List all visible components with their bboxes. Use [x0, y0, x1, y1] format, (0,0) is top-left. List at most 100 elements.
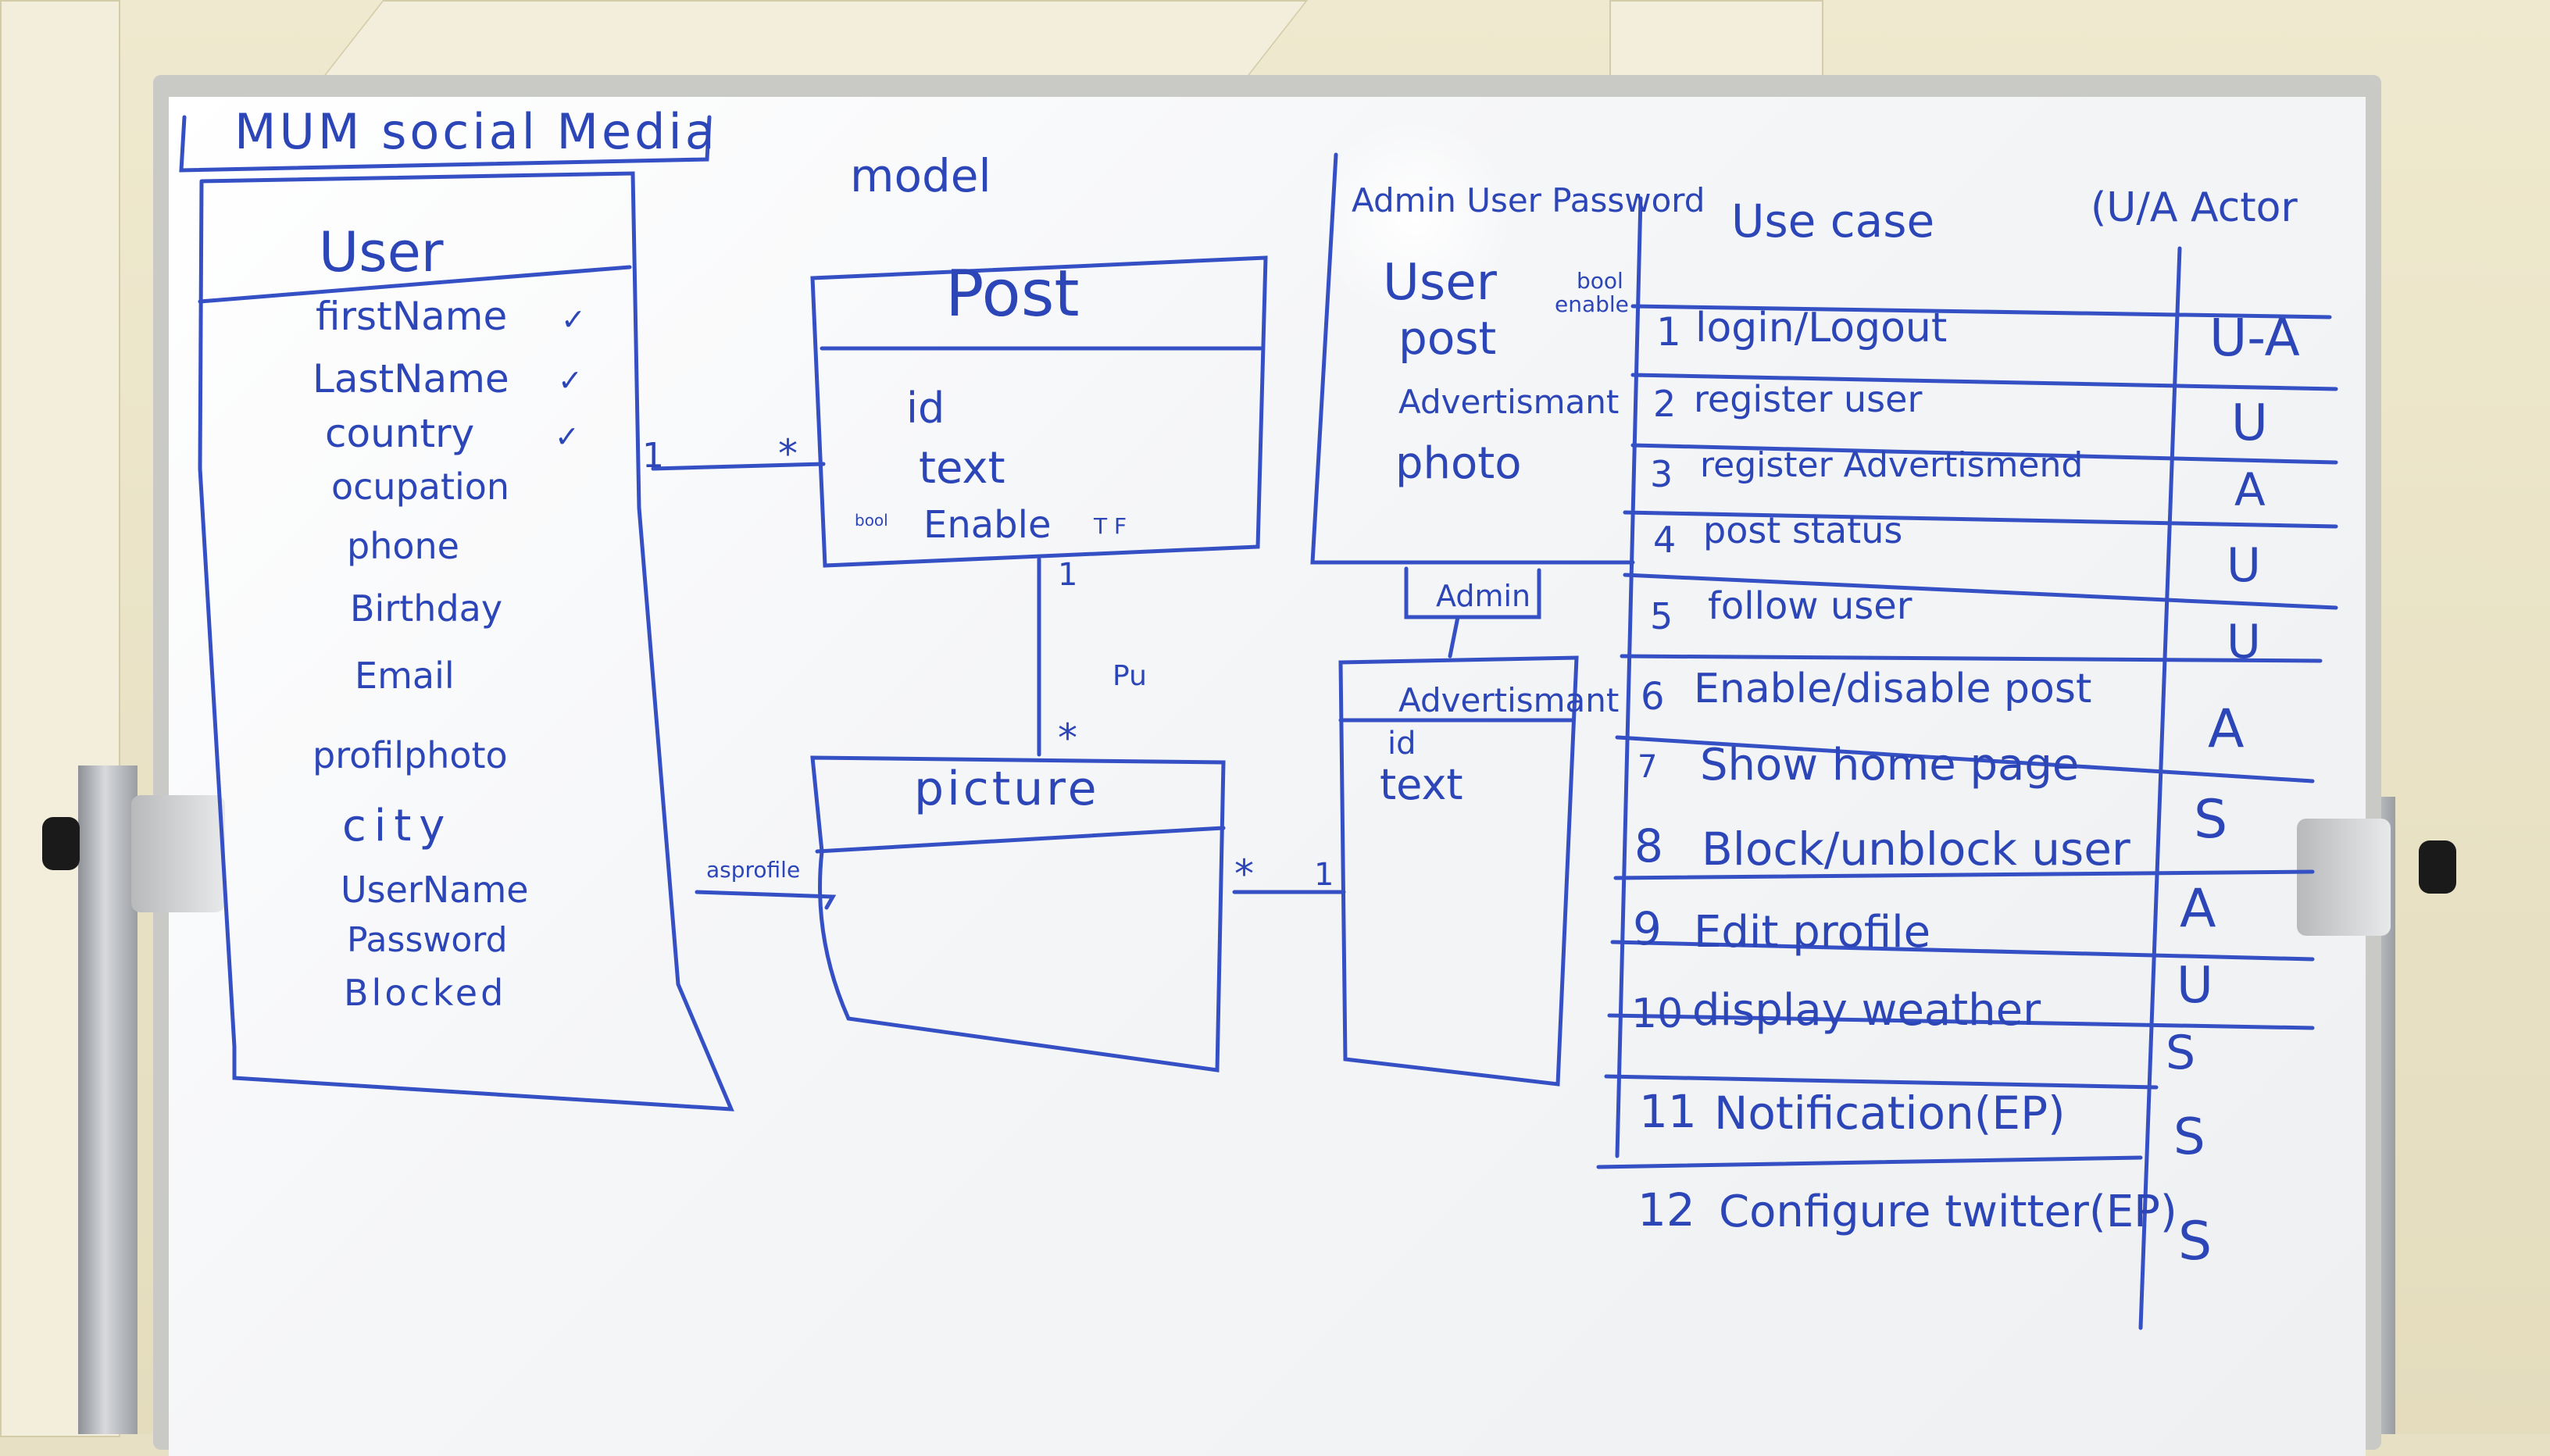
- post-entity-title: Post: [945, 257, 1080, 331]
- row-line-10: [1607, 1013, 2315, 1030]
- stand-left-post: [78, 765, 138, 1434]
- user-field-email: Email: [355, 655, 455, 697]
- title-underline: [179, 115, 712, 173]
- usecase-actor: U: [2177, 957, 2213, 1015]
- admin-item-user: User: [1383, 254, 1497, 312]
- usecase-number: 6: [1641, 675, 1665, 719]
- admin-item-photo: photo: [1395, 438, 1522, 489]
- usecase-number: 11: [1639, 1085, 1697, 1138]
- light-glare: [1312, 117, 1516, 320]
- user-box: [198, 171, 734, 1112]
- advertisement-field-text: text: [1380, 760, 1463, 809]
- row-line-11: [1604, 1074, 2159, 1090]
- usecase-number: 9: [1633, 902, 1662, 955]
- profile-arrow: [695, 890, 837, 910]
- row-line-7: [1615, 735, 2315, 783]
- usecase-actor: A: [2180, 878, 2216, 940]
- usecase-text: Notification(EP): [1714, 1087, 2066, 1140]
- user-header-line: [198, 265, 632, 304]
- right-knob: [2419, 840, 2456, 894]
- admin-annotation-bool: bool: [1577, 268, 1623, 294]
- actor-column-line: [2138, 246, 2182, 1330]
- usecase-number: 3: [1650, 453, 1673, 495]
- usecase-actor: U: [2231, 394, 2268, 452]
- usecase-text: login/Logout: [1695, 305, 1948, 352]
- check-firstname: ✓: [561, 302, 586, 337]
- check-lastname: ✓: [558, 363, 583, 398]
- user-field-phone: phone: [347, 525, 459, 567]
- usecase-number: 5: [1650, 595, 1673, 637]
- usecase-text: Block/unblock user: [1702, 823, 2130, 876]
- relation-pic-ad-one: 1: [1314, 857, 1334, 893]
- relation-user-post-one: 1: [642, 436, 664, 476]
- row-line-8: [1613, 869, 2315, 880]
- post-enable-prefix: bool: [855, 511, 888, 530]
- usecase-text: Enable/disable post: [1694, 666, 2092, 712]
- row-line-4: [1623, 510, 2338, 529]
- usecase-number: 2: [1653, 383, 1677, 425]
- user-field-password: Password: [347, 920, 508, 960]
- relation-post-pic-one: 1: [1058, 557, 1078, 593]
- right-bracket: [2297, 819, 2391, 936]
- left-bracket: [131, 795, 225, 912]
- usecase-text: register user: [1694, 378, 1923, 420]
- usecase-actor: U-A: [2209, 308, 2300, 368]
- row-line-6: [1620, 654, 2323, 663]
- user-field-blocked: Blocked: [344, 972, 507, 1014]
- admin-box-header: Admin User Password: [1352, 181, 1705, 219]
- usecase-number: 4: [1653, 519, 1677, 561]
- whiteboard: [169, 97, 2366, 1456]
- row-line-1: [1630, 304, 2332, 319]
- relation-profile-label: asprofile: [706, 857, 801, 883]
- usecase-actor: S: [2178, 1211, 2212, 1272]
- admin-label-box: [1404, 566, 1541, 619]
- usecase-actor: S: [2173, 1108, 2205, 1166]
- user-field-city: city: [342, 801, 453, 851]
- relation-post-pic-many: *: [1058, 716, 1077, 761]
- admin-label: Admin: [1436, 579, 1531, 613]
- board-title: MUM social Media: [234, 103, 718, 160]
- check-country: ✓: [555, 419, 580, 454]
- advertisement-field-id: id: [1388, 726, 1416, 762]
- usecase-actor: U: [2227, 538, 2261, 593]
- post-field-id: id: [906, 384, 945, 433]
- usecase-text: display weather: [1692, 985, 2041, 1036]
- model-label: model: [850, 149, 991, 202]
- user-field-firstname: firstName: [316, 294, 508, 339]
- usecase-text: Show home page: [1700, 740, 2080, 790]
- usecase-text: Configure twitter(EP): [1719, 1187, 2177, 1237]
- post-box: [810, 255, 1268, 568]
- actor-header: (U/A Actor: [2091, 184, 2298, 231]
- admin-to-ad-line: [1448, 615, 1460, 658]
- usecase-text: Edit profile: [1694, 907, 1931, 958]
- admin-item-advertismant: Advertismant: [1398, 383, 1620, 421]
- post-field-enable: Enable: [923, 503, 1052, 547]
- usecase-header: Use case: [1731, 194, 1935, 248]
- post-field-text: text: [919, 443, 1005, 494]
- advertisement-entity-title: Advertismant: [1398, 681, 1620, 719]
- admin-annotation-enable: enable: [1555, 291, 1629, 317]
- usecase-actor: S: [2194, 789, 2228, 851]
- user-entity-title: User: [319, 220, 444, 284]
- user-field-lastname: LastName: [312, 356, 509, 401]
- usecase-text: follow user: [1708, 584, 1912, 628]
- admin-item-post: post: [1398, 312, 1497, 365]
- user-post-line: [651, 462, 826, 471]
- admin-box-border: [1310, 152, 1635, 565]
- usecase-text: post status: [1703, 509, 1903, 551]
- advertisement-box: [1338, 655, 1579, 1087]
- picture-header-line: [815, 826, 1226, 854]
- row-line-12: [1596, 1155, 2143, 1169]
- relation-pic-ad-many: *: [1234, 851, 1254, 897]
- post-enable-suffix: T F: [1094, 513, 1127, 539]
- relation-post-pic-label: Pu: [1112, 660, 1147, 692]
- usecase-left-border: [1615, 196, 1643, 1158]
- user-field-country: country: [325, 411, 475, 456]
- picture-box: [810, 755, 1226, 1072]
- row-line-3: [1630, 443, 2338, 465]
- relation-user-post-many: *: [778, 431, 798, 476]
- left-knob: [42, 817, 80, 870]
- usecase-number: 1: [1656, 309, 1681, 355]
- user-field-ocupation: ocupation: [331, 466, 510, 508]
